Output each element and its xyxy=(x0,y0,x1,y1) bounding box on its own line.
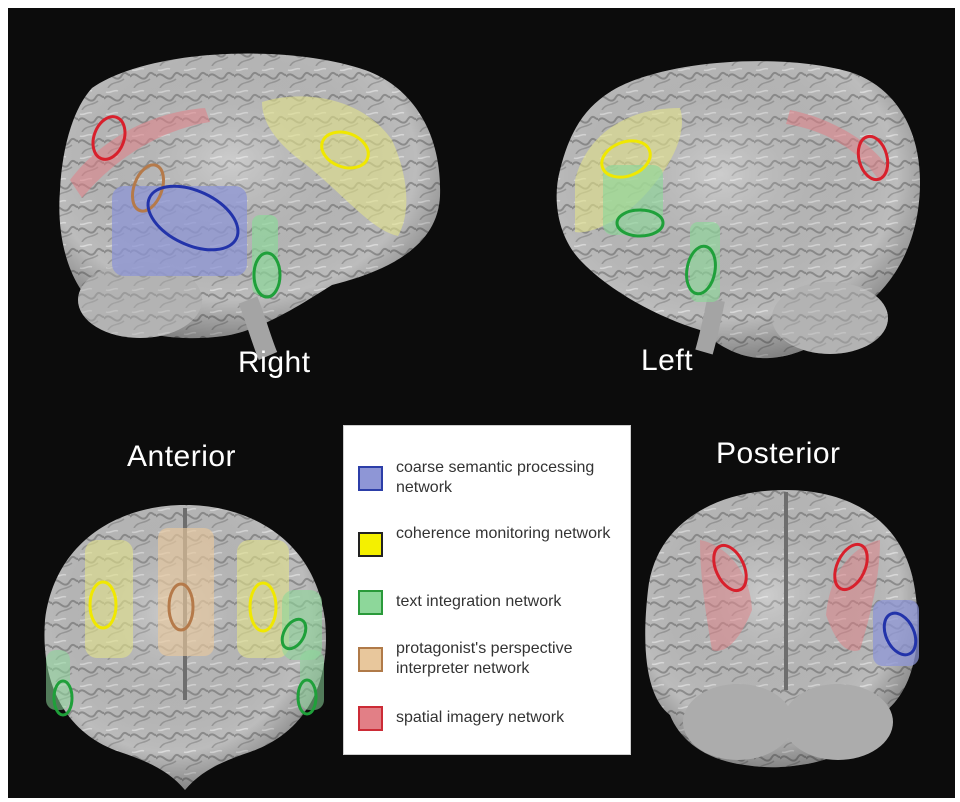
legend-label-integration: text integration network xyxy=(396,592,628,612)
left-view-label: Left xyxy=(641,344,693,378)
legend-label-spatial: spatial imagery network xyxy=(396,708,628,728)
legend-swatch-perspective xyxy=(358,647,383,672)
posterior-brain xyxy=(645,490,919,767)
legend-swatch-semantic xyxy=(358,466,383,491)
left-lateral-brain xyxy=(557,61,920,358)
legend-label-coherence: coherence monitoring network xyxy=(396,524,628,544)
legend-item-integration: text integration network xyxy=(358,592,626,622)
right-view-label: Right xyxy=(238,346,311,380)
legend-item-coherence: coherence monitoring network xyxy=(358,524,626,568)
legend-item-semantic: coarse semantic processing network xyxy=(358,458,626,502)
legend-item-perspective: protagonist's perspective interpreter ne… xyxy=(358,639,626,683)
anterior-view-label: Anterior xyxy=(127,440,236,474)
legend: coarse semantic processing network coher… xyxy=(343,425,631,755)
legend-swatch-integration xyxy=(358,590,383,615)
legend-label-semantic: coarse semantic processing network xyxy=(396,458,628,498)
legend-item-spatial: spatial imagery network xyxy=(358,708,626,738)
legend-label-perspective: protagonist's perspective interpreter ne… xyxy=(396,639,628,679)
legend-swatch-coherence xyxy=(358,532,383,557)
posterior-view-label: Posterior xyxy=(716,437,841,471)
right-lateral-brain xyxy=(59,54,440,356)
legend-swatch-spatial xyxy=(358,706,383,731)
